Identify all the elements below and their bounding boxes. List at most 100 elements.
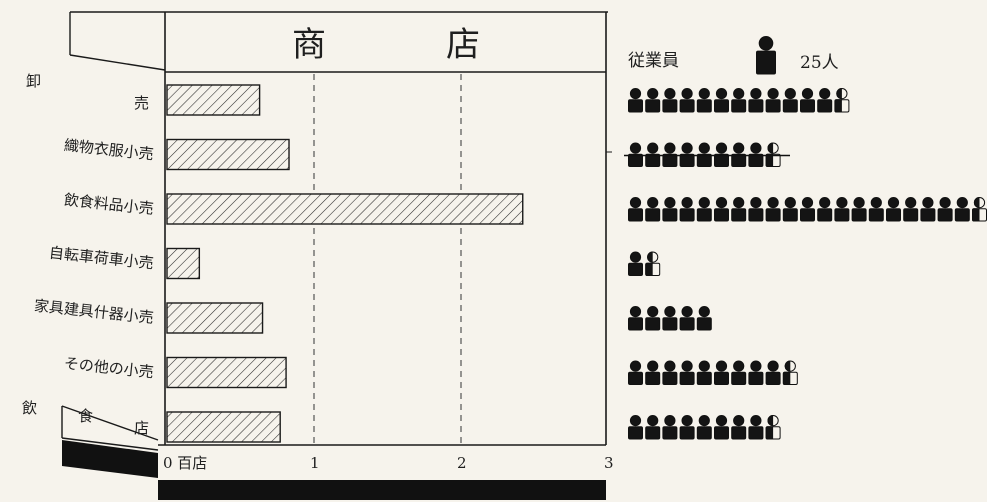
bar	[166, 302, 264, 334]
person-icon	[731, 88, 747, 113]
person-icon	[756, 36, 776, 75]
person-icon	[628, 197, 643, 222]
person-icon	[748, 142, 764, 167]
person-icon	[731, 415, 747, 440]
category-label: 売	[134, 94, 149, 112]
person-icon	[714, 360, 729, 385]
x-tick-label: 1	[310, 454, 320, 472]
x-tick-label: 3	[604, 454, 614, 472]
person-icon	[696, 415, 712, 440]
person-icon	[731, 360, 747, 385]
person-icon	[679, 142, 695, 167]
grid-lines	[313, 74, 462, 445]
person-icon	[696, 142, 712, 167]
person-icon	[817, 197, 833, 222]
person-icon	[782, 88, 798, 113]
person-icon	[628, 415, 643, 440]
bar	[166, 411, 281, 443]
person-icon	[851, 197, 867, 222]
person-icon	[679, 197, 695, 222]
person-icon	[800, 88, 815, 113]
half-person-icon	[765, 415, 781, 440]
category-label: 織物衣服小売	[63, 136, 154, 163]
person-icon	[662, 306, 678, 331]
person-icon	[645, 197, 661, 222]
person-icon	[662, 197, 678, 222]
person-icon	[662, 88, 678, 113]
bar	[166, 84, 261, 116]
bar	[166, 193, 524, 225]
employee-icons	[624, 88, 987, 440]
person-icon	[714, 197, 729, 222]
person-icon	[731, 142, 747, 167]
person-icon	[679, 306, 695, 331]
person-icon	[714, 88, 729, 113]
person-icon	[696, 360, 712, 385]
person-icon	[748, 197, 764, 222]
person-icon	[662, 415, 678, 440]
x-tick-label: 0 百店	[163, 454, 207, 472]
half-person-icon	[972, 197, 987, 222]
bars	[166, 84, 524, 443]
person-icon	[748, 415, 764, 440]
title-char: 店	[446, 25, 480, 65]
person-icon	[782, 197, 798, 222]
person-icon	[817, 88, 833, 113]
person-icon	[645, 360, 661, 385]
x-tick-labels: 0 百店 1 2 3	[163, 454, 614, 472]
person-icon	[628, 251, 643, 276]
half-person-icon	[645, 251, 661, 276]
person-icon	[886, 197, 901, 222]
chart-title: 商店	[292, 25, 480, 65]
category-label: 食	[78, 407, 93, 425]
person-icon	[645, 415, 661, 440]
person-icon	[903, 197, 919, 222]
x-tick-label: 2	[457, 454, 467, 472]
person-icon	[714, 415, 729, 440]
person-icon	[645, 88, 661, 113]
person-icon	[696, 197, 712, 222]
person-icon	[628, 360, 643, 385]
black-band	[62, 440, 158, 478]
half-person-icon	[765, 142, 781, 167]
person-icon	[628, 306, 643, 331]
person-icon	[800, 197, 815, 222]
person-icon	[628, 88, 643, 113]
frame	[61, 11, 612, 500]
half-person-icon	[834, 88, 850, 113]
person-icon	[696, 306, 712, 331]
category-label: 飲	[22, 399, 37, 417]
black-band-bottom	[158, 480, 606, 500]
bar	[166, 138, 290, 171]
bar	[166, 356, 287, 389]
person-icon	[679, 88, 695, 113]
person-icon	[662, 360, 678, 385]
person-icon	[954, 197, 970, 222]
category-label: 家具建具什器小売	[33, 297, 154, 327]
category-label: その他の小売	[63, 354, 154, 381]
person-icon	[765, 88, 781, 113]
title-char: 商	[292, 25, 326, 65]
person-icon	[679, 415, 695, 440]
person-icon	[696, 88, 712, 113]
category-label: 卸	[26, 72, 41, 90]
person-icon	[662, 142, 678, 167]
category-label: 店	[134, 419, 149, 437]
person-icon	[920, 197, 936, 222]
person-icon	[645, 142, 661, 167]
person-icon	[731, 197, 747, 222]
person-icon	[645, 306, 661, 331]
person-icon	[868, 197, 884, 222]
person-icon	[628, 142, 643, 167]
person-icon	[679, 360, 695, 385]
person-icon	[714, 142, 729, 167]
person-icon	[748, 88, 764, 113]
person-icon	[834, 197, 850, 222]
category-label: 飲食料品小売	[63, 191, 154, 218]
category-label: 自転車荷車小売	[48, 244, 154, 273]
person-icon	[748, 360, 764, 385]
